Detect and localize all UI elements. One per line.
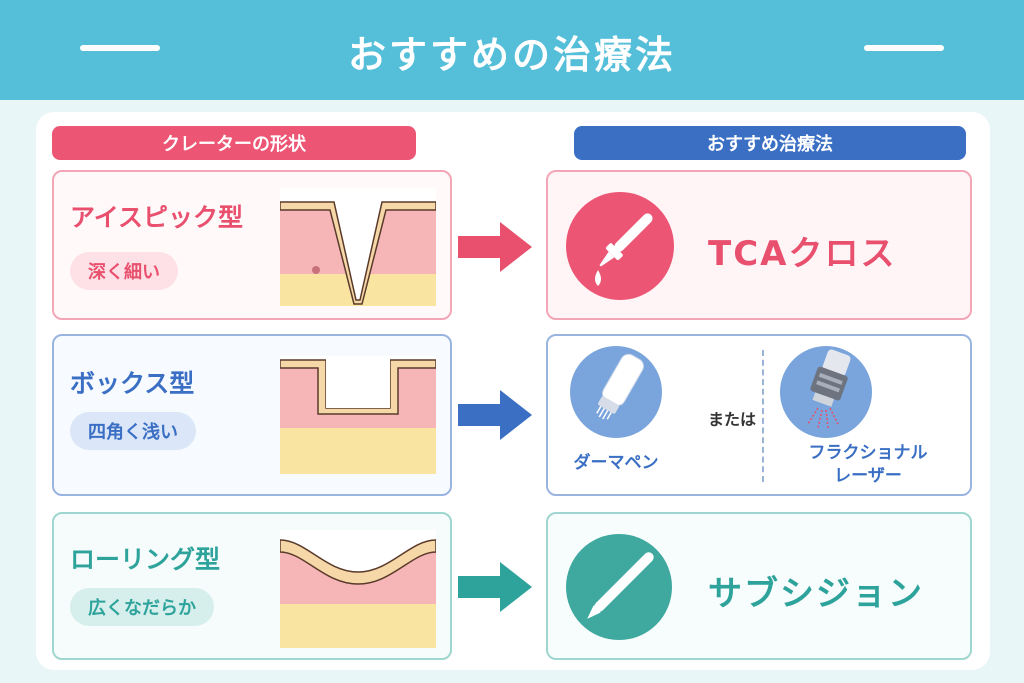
type-name-rolling: ローリング型 [70, 545, 221, 574]
type-name-icepick: アイスピック型 [70, 203, 244, 232]
page-title: おすすめの治療法 [347, 33, 676, 77]
row-rolling-treatment-box: サブシジョン [546, 512, 972, 660]
column-header-shape: クレーターの形状 [52, 126, 416, 160]
connector-or: または [708, 410, 757, 429]
description-pill-icepick: 深く細い [70, 252, 178, 290]
header-banner: おすすめの治療法 [0, 0, 1024, 100]
arrow-box [458, 390, 532, 440]
column-header-treatment: おすすめ治療法 [574, 126, 966, 160]
type-name-box: ボックス型 [70, 369, 195, 398]
treatment-dermapen: ダーマペン [573, 453, 659, 473]
treatment-fractional-laser: フラクショナル レーザー [778, 442, 958, 488]
treatment-divider [762, 350, 764, 482]
row-rolling-shape-box: ローリング型 広くなだらか [52, 512, 452, 660]
treatment-fractional-laser-line2: レーザー [834, 466, 902, 486]
header-left-line [80, 45, 160, 51]
treatment-tca-cross: TCAクロス [708, 234, 897, 274]
row-box-shape-box: ボックス型 四角く浅い [52, 334, 452, 496]
arrow-icepick [458, 222, 532, 272]
row-box-treatment-box: ダーマペン または フラクショナル レーザー [546, 334, 972, 496]
description-pill-rolling: 広くなだらか [70, 588, 214, 626]
treatment-subcision: サブシジョン [708, 574, 924, 614]
dropper-icon [566, 192, 674, 300]
box-scar-illustration [280, 356, 436, 474]
treatment-fractional-laser-line1: フラクショナル [808, 443, 928, 463]
arrow-rolling [458, 562, 532, 612]
dermapen-icon [570, 346, 662, 438]
rolling-scar-illustration [280, 530, 436, 648]
subcision-needle-icon [566, 534, 672, 640]
row-icepick-shape-box: アイスピック型 深く細い [52, 170, 452, 320]
description-pill-box: 四角く浅い [70, 412, 196, 450]
header-right-line [864, 45, 944, 51]
row-icepick-treatment-box: TCAクロス [546, 170, 972, 320]
icepick-scar-illustration [280, 188, 436, 306]
laser-icon [780, 346, 872, 438]
